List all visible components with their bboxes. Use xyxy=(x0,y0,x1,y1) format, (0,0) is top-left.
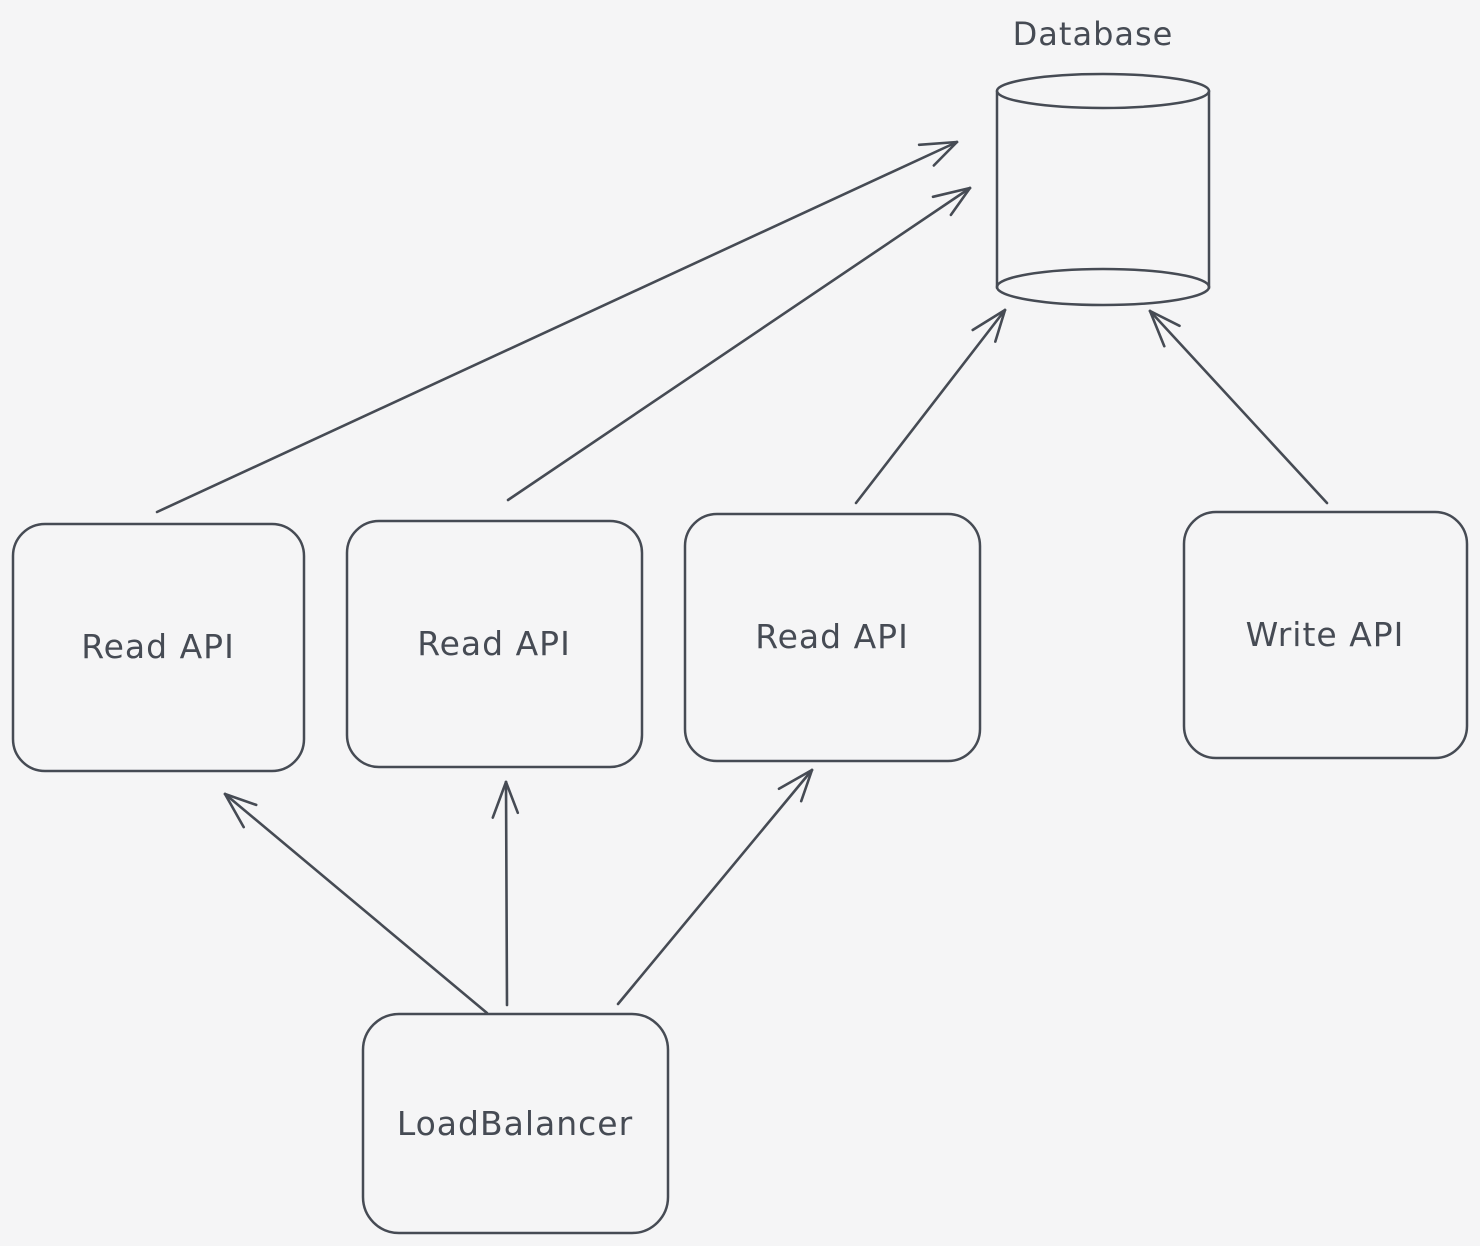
write-api-label: Write API xyxy=(1246,615,1405,654)
node-database[interactable]: Database xyxy=(995,15,1211,307)
arrow-head xyxy=(931,186,972,199)
arrow-line xyxy=(223,792,489,1015)
arrow-head xyxy=(949,186,972,217)
arrow-line xyxy=(854,308,1007,505)
arrow-line xyxy=(506,186,972,502)
node-read-api-1[interactable]: Read API xyxy=(11,522,306,773)
database-label: Database xyxy=(1013,15,1174,53)
node-read-api-3[interactable]: Read API xyxy=(683,512,982,763)
edge-read-api-2-to-database[interactable] xyxy=(506,186,972,502)
read-api-3-box xyxy=(683,512,982,763)
read-api-1-label: Read API xyxy=(81,627,235,666)
edge-write-api-to-database[interactable] xyxy=(1148,309,1329,505)
read-api-2-label: Read API xyxy=(417,624,571,663)
read-api-1-box xyxy=(11,522,306,773)
write-api-box xyxy=(1182,510,1469,760)
edge-read-api-3-to-database[interactable] xyxy=(854,308,1007,505)
edge-load-balancer-to-read-api-3[interactable] xyxy=(616,768,814,1006)
arrow-head xyxy=(504,780,520,815)
arrow-head xyxy=(1148,309,1166,348)
arrow-head xyxy=(223,792,258,807)
arrow-head xyxy=(799,768,814,803)
node-load-balancer[interactable]: LoadBalancer xyxy=(361,1012,670,1235)
arrow-line xyxy=(504,780,509,1007)
arrow-head xyxy=(491,780,508,819)
arrow-line xyxy=(155,140,959,514)
arrow-head xyxy=(1148,309,1181,328)
load-balancer-box xyxy=(361,1012,670,1235)
read-api-2-box xyxy=(345,519,644,769)
arrow-head xyxy=(993,308,1007,343)
node-read-api-2[interactable]: Read API xyxy=(345,519,644,769)
read-api-3-label: Read API xyxy=(755,617,909,656)
arrow-head xyxy=(932,140,959,167)
arrow-head xyxy=(971,308,1007,332)
edge-load-balancer-to-read-api-1[interactable] xyxy=(223,792,489,1015)
arrow-line xyxy=(1148,309,1329,505)
arrow-head xyxy=(223,792,245,829)
arrow-line xyxy=(616,768,814,1006)
arrow-head xyxy=(777,768,814,791)
node-write-api[interactable]: Write API xyxy=(1182,510,1469,760)
database-cylinder-shape xyxy=(995,72,1211,307)
load-balancer-label: LoadBalancer xyxy=(397,1104,633,1143)
edge-load-balancer-to-read-api-2[interactable] xyxy=(491,780,520,1007)
edge-read-api-1-to-database[interactable] xyxy=(155,140,959,514)
arrow-head xyxy=(917,140,959,147)
